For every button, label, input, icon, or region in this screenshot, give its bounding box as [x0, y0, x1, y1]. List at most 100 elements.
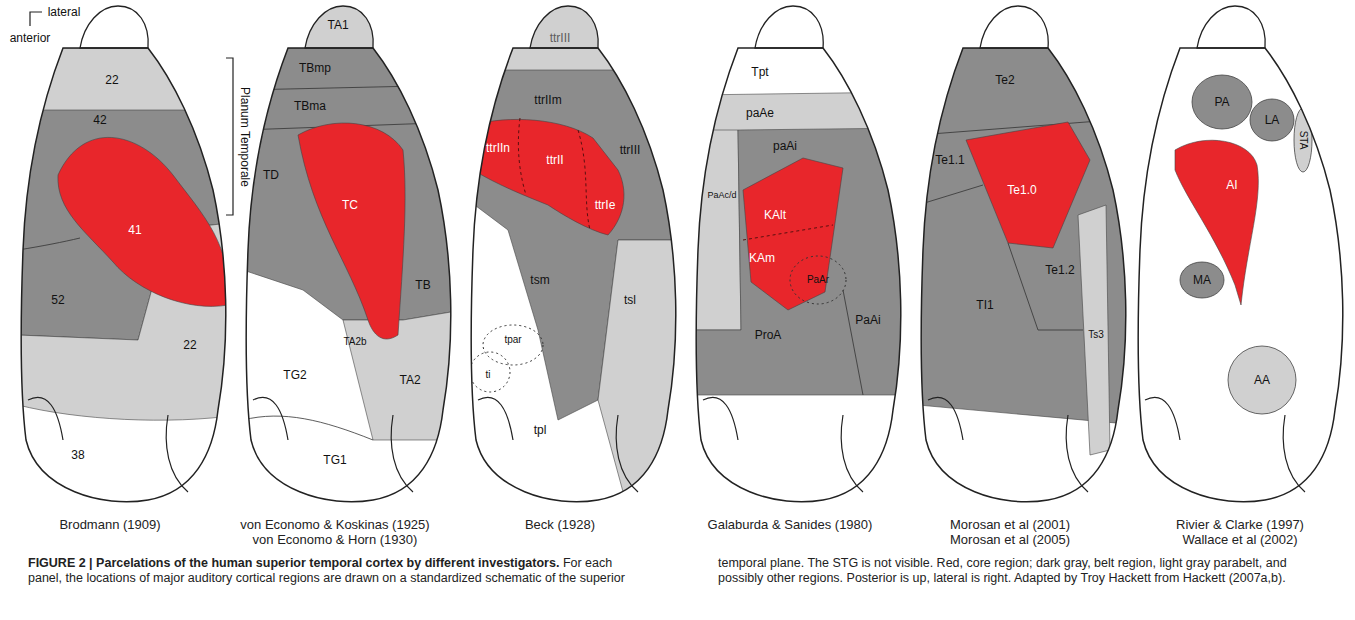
- cortical-region: [1250, 99, 1294, 141]
- region-label: tsm: [530, 274, 549, 286]
- region-label: TB: [415, 279, 430, 291]
- region-label: PaAc/d: [707, 191, 736, 200]
- outline: [471, 48, 675, 502]
- sulcus-line: [1145, 397, 1180, 440]
- region-label: 22: [183, 339, 196, 351]
- temporal-plane-schematic: [693, 6, 913, 502]
- cortical-region: [298, 123, 405, 339]
- cortical-region: [966, 122, 1090, 248]
- region-border: [243, 416, 373, 440]
- outline: [246, 48, 450, 502]
- cortical-region: [18, 110, 238, 340]
- region-border: [518, 118, 526, 195]
- bracket-label: Planum Temporale: [239, 87, 251, 187]
- cortical-region: [693, 128, 913, 395]
- sulcus-line: [841, 415, 863, 492]
- figure-title: FIGURE 2 | Parcelations of the human sup…: [28, 556, 559, 570]
- region-label: Te1.0: [1007, 184, 1036, 196]
- region-label: ti: [486, 370, 491, 380]
- region-border: [743, 225, 833, 240]
- region-border: [18, 238, 80, 250]
- outline: [696, 48, 900, 502]
- region-label: 41: [128, 224, 141, 236]
- temporal-plane-schematic: [18, 6, 238, 502]
- region-label: AI: [1226, 179, 1237, 191]
- region-label: paAe: [746, 107, 774, 119]
- region-border: [243, 85, 463, 90]
- sulcus-line: [1066, 415, 1088, 492]
- cortical-region: [343, 310, 463, 440]
- cortical-region: [1294, 108, 1312, 172]
- panel-title: Galaburda & Sanides (1980): [708, 518, 873, 531]
- region-label: TA2: [399, 374, 420, 386]
- sulcus-line: [28, 397, 63, 440]
- outline: [755, 6, 823, 48]
- bracket: [226, 58, 233, 215]
- orientation-label: lateral: [48, 6, 81, 18]
- outline: [921, 48, 1125, 502]
- region-label: ttrIe: [595, 199, 616, 211]
- cortical-region: [470, 352, 510, 392]
- sulcus-line: [166, 415, 188, 492]
- region-label: paAi: [773, 140, 797, 152]
- orientation-marker: [30, 12, 42, 26]
- cortical-region: [1228, 346, 1296, 414]
- cortical-region: [468, 48, 688, 72]
- cortical-region: [693, 92, 913, 132]
- region-label: Ts3: [1088, 330, 1104, 340]
- outline: [1138, 48, 1342, 502]
- region-label: TA2b: [343, 337, 366, 347]
- region-label: Te1.2: [1045, 264, 1074, 276]
- temporal-plane-schematic: [1138, 6, 1342, 502]
- outline: [305, 6, 373, 48]
- region-label: Te2: [995, 74, 1014, 86]
- region-label: LA: [1265, 114, 1280, 126]
- orientation-label: anterior: [10, 32, 51, 44]
- outline: [21, 48, 225, 502]
- panel-title: von Economo & Horn (1930): [253, 533, 418, 546]
- panel-title: Brodmann (1909): [59, 518, 160, 531]
- region-label: ProA: [755, 329, 782, 341]
- panel-title: von Economo & Koskinas (1925): [240, 518, 429, 531]
- cortical-region: [1180, 262, 1224, 298]
- region-label: TA1: [327, 19, 348, 31]
- region-label: PaAr: [807, 275, 829, 285]
- region-label: ttrII: [546, 154, 563, 166]
- cortical-region: [1078, 205, 1110, 455]
- figure-caption: FIGURE 2 | Parcelations of the human sup…: [28, 556, 1328, 586]
- cortical-region: [58, 137, 229, 306]
- temporal-plane-schematic: [468, 6, 688, 510]
- region-label: 42: [93, 114, 106, 126]
- region-label: TBma: [294, 100, 326, 112]
- region-label: ttrIIm: [534, 94, 561, 106]
- region-label: ttrIII: [620, 144, 641, 156]
- region-label: TD: [263, 169, 279, 181]
- region-label: TBmp: [299, 62, 331, 74]
- region-label: 22: [105, 74, 118, 86]
- temporal-plane-schematic: [918, 6, 1138, 502]
- region-label: TG1: [323, 454, 346, 466]
- region-label: AA: [1254, 374, 1270, 386]
- region-label: PaAi: [855, 314, 880, 326]
- region-label: KAlt: [764, 209, 786, 221]
- region-label: Te1.1: [935, 154, 964, 166]
- panel-title: Rivier & Clarke (1997): [1176, 518, 1304, 531]
- region-border: [578, 130, 590, 230]
- panel-title: Beck (1928): [525, 518, 595, 531]
- cortical-region: [1175, 140, 1258, 305]
- region-border: [1008, 243, 1083, 330]
- sulcus-line: [253, 397, 288, 440]
- cortical-region: [743, 158, 843, 310]
- outline: [80, 6, 148, 48]
- cortical-region: [790, 256, 846, 304]
- sulcus-line: [616, 415, 638, 492]
- panel-title: Wallace et al (2002): [1182, 533, 1297, 546]
- region-label: KAm: [749, 252, 775, 264]
- region-label: PA: [1214, 96, 1229, 108]
- sulcus-line: [703, 397, 738, 440]
- region-label: tpar: [504, 335, 521, 345]
- sulcus-line: [478, 397, 513, 440]
- temporal-plane-schematic: [243, 6, 463, 502]
- spacer: [559, 556, 562, 570]
- region-border: [843, 290, 863, 395]
